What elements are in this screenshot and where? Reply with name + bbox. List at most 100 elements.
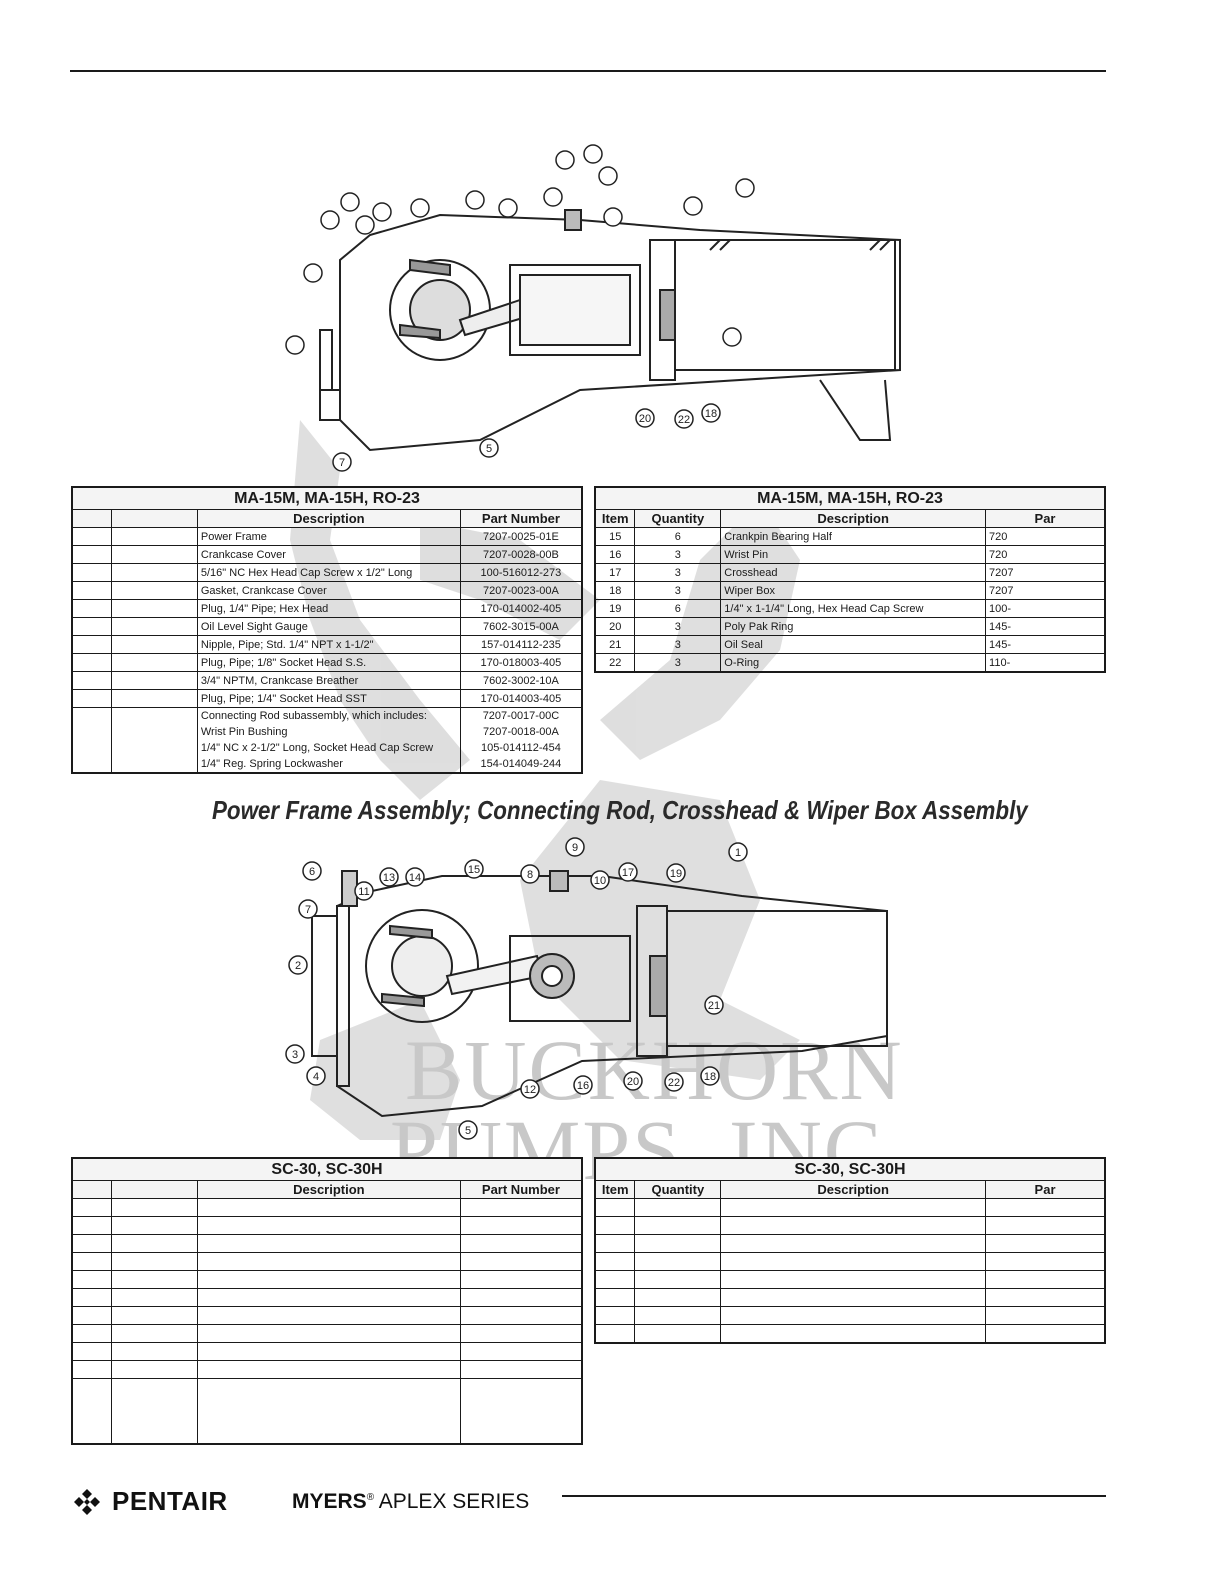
row-description: O-Ring [720,653,987,673]
pentair-wordmark: PENTAIR [112,1486,228,1516]
row-item: 16 [594,545,636,564]
header-quantity [111,1180,198,1199]
bottom-callout-1: 1 [735,847,741,859]
top-callout-20: 20 [639,413,651,425]
row-item: 21 [594,635,636,654]
row-description: Crosshead [720,563,987,582]
top-callout-5: 5 [486,443,492,455]
table-row [594,1252,1106,1271]
multi-description-line: Wrist Pin Bushing [200,726,288,738]
row-description: Oil Seal [720,635,987,654]
row-part-number: 7207-0028-00B [459,545,583,564]
row-description: Oil Level Sight Gauge [196,617,461,636]
header-item: Item [594,1180,636,1199]
header-quantity: Quantity [634,509,722,528]
table-row [594,1216,1106,1235]
table-row: Nipple, Pipe; Std. 1/4" NPT x 1-1/2"157-… [71,635,583,654]
header-item: Item [594,509,636,528]
table-row [71,1252,583,1271]
registered-mark: ® [366,1492,375,1503]
header-description: Description [720,1180,987,1199]
table-row [71,1378,583,1445]
row-part-number: 170-014003-405 [459,689,583,708]
row-part-number: 7207 [985,563,1106,582]
row-quantity: 3 [634,563,722,582]
pentair-logo: PENTAIR [70,1486,228,1517]
row-quantity: 3 [634,581,722,600]
row-part-number: 157-014112-235 [459,635,583,654]
row-item: 22 [594,653,636,673]
table-row-connecting-rod: Connecting Rod subassembly, which includ… [71,707,583,774]
table-row [71,1342,583,1361]
table-row [71,1324,583,1343]
bottom-callout-21: 21 [708,1000,720,1012]
bottom-callout-11: 11 [358,886,369,898]
table-row [71,1216,583,1235]
row-part-number: 170-018003-405 [459,653,583,672]
row-description: Crankpin Bearing Half [720,527,987,546]
parts-table-sc30-right: SC-30, SC-30H Item Quantity Description … [594,1157,1106,1344]
bottom-callout-22: 22 [668,1077,680,1089]
bottom-callout-16: 16 [577,1080,589,1092]
row-part-number: 720 [985,545,1106,564]
row-description: Nipple, Pipe; Std. 1/4" NPT x 1-1/2" [196,635,461,654]
table-row [594,1306,1106,1325]
row-part-number: 720 [985,527,1106,546]
row-description: Poly Pak Ring [720,617,987,636]
row-part-number: 7602-3002-10A [459,671,583,690]
bottom-callout-3: 3 [292,1049,298,1061]
table-row [71,1234,583,1253]
table-row [71,1288,583,1307]
row-item: 18 [594,581,636,600]
row-description: 1/4" x 1-1/4" Long, Hex Head Cap Screw [720,599,987,618]
bottom-callout-20: 20 [627,1076,639,1088]
row-part-number: 7207-0025-01E [459,527,583,546]
row-item: 20 [594,617,636,636]
parts-table-ma15-right: MA-15M, MA-15H, RO-23 Item Quantity Desc… [594,486,1106,673]
top-callout-18: 18 [705,408,717,420]
row-description: Wiper Box [720,581,987,600]
bottom-callout-2: 2 [295,960,301,972]
header-description: Description [196,1180,461,1199]
table-title: SC-30, SC-30H [594,1157,1106,1181]
table-row [594,1198,1106,1217]
row-description: 3/4" NPTM, Crankcase Breather [196,671,461,690]
row-part-number: 145- [985,617,1106,636]
table-row [71,1198,583,1217]
row-part-number: 7602-3015-00A [459,617,583,636]
top-drawing-svg: 20 22 18 5 7 [285,144,901,472]
table-row [594,1234,1106,1253]
table-row [594,1324,1106,1344]
row-description: Power Frame [196,527,461,546]
header-description: Description [720,509,987,528]
table-title: MA-15M, MA-15H, RO-23 [594,486,1106,510]
top-callout-7: 7 [339,457,345,469]
row-quantity: 3 [634,653,722,673]
multi-part-line: 105-014112-454 [480,742,561,754]
bottom-callout-8: 8 [527,869,533,881]
header-item [71,1180,113,1199]
pentair-diamond-icon [74,1488,100,1515]
top-power-frame-drawing: 20 22 18 5 7 [280,140,920,475]
table-row [594,1270,1106,1289]
bottom-drawing-svg: 1 2 3 4 5 6 7 8 9 10 11 12 13 14 15 16 1… [285,837,888,1140]
bottom-callout-9: 9 [572,842,578,854]
row-description: Plug, Pipe; 1/8" Socket Head S.S. [196,653,461,672]
connecting-rod-descriptions: Connecting Rod subassembly, which includ… [196,707,461,774]
multi-part-line: 154-014049-244 [480,758,562,770]
table-row: Plug, Pipe; 1/8" Socket Head S.S.170-018… [71,653,583,672]
header-part-number: Part Number [459,1180,583,1199]
bottom-callout-17: 17 [622,867,634,879]
bottom-callout-13: 13 [383,872,395,884]
multi-part-line: 7207-0017-00C [482,710,560,722]
row-description: Plug, 1/4" Pipe; Hex Head [196,599,461,618]
table-row [71,1360,583,1379]
